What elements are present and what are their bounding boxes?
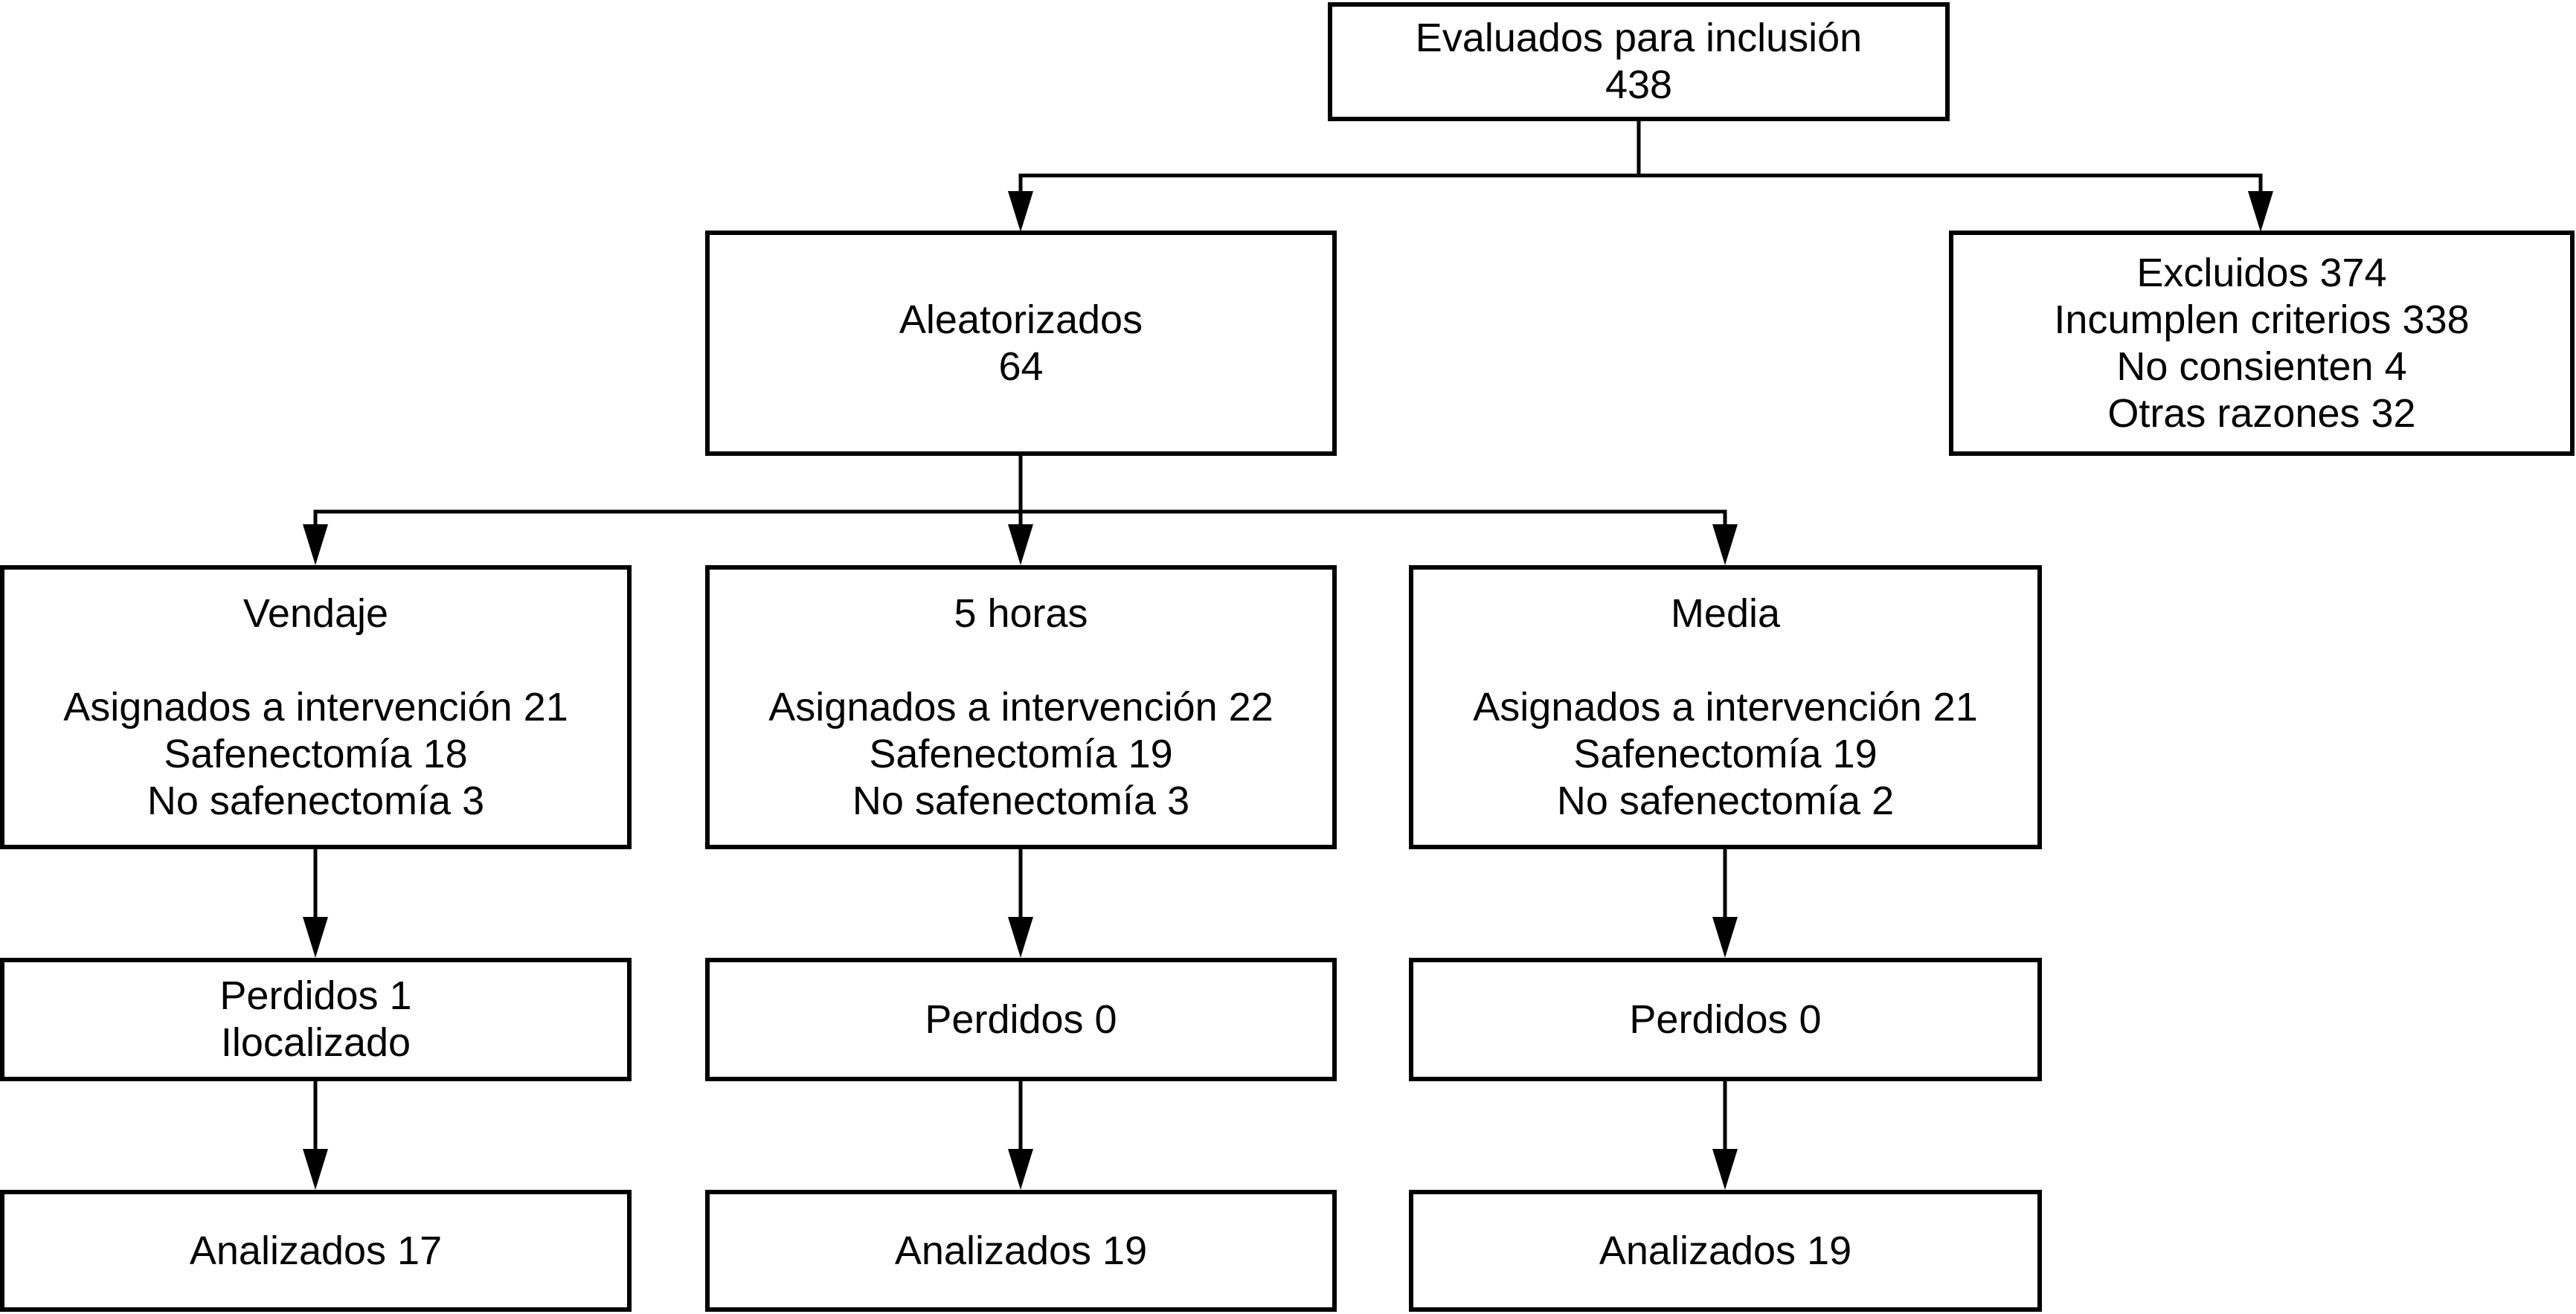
screening-count: 438: [1605, 62, 1673, 107]
arrowhead-excluded: [2248, 191, 2273, 232]
blank-line: [710, 637, 1332, 684]
arrowhead-analyzed-2: [1008, 1149, 1033, 1190]
group-assigned: Asignados a intervención 22: [768, 684, 1273, 730]
randomized-count: 64: [998, 344, 1044, 389]
box-analyzed-vendaje: Analizados 17: [0, 1190, 632, 1312]
analyzed-count: Analizados 17: [189, 1228, 443, 1273]
arrowhead-analyzed-3: [1712, 1149, 1738, 1190]
group-saphenectomy: Safenectomía 19: [1573, 731, 1878, 776]
box-analyzed-media: Analizados 19: [1409, 1190, 2042, 1312]
arrowhead-group-3: [1712, 524, 1738, 565]
arrowhead-lost-2: [1008, 917, 1033, 958]
excluded-criteria: Incumplen criterios 338: [2054, 297, 2470, 342]
lost-count: Perdidos 1: [219, 973, 412, 1018]
excluded-no-consent: No consienten 4: [2116, 344, 2407, 389]
lost-count: Perdidos 0: [925, 996, 1117, 1042]
analyzed-count: Analizados 19: [1599, 1228, 1852, 1273]
group-title: 5 horas: [954, 590, 1088, 636]
group-title: Vendaje: [242, 590, 389, 636]
group-title: Media: [1670, 590, 1781, 636]
arrowhead-group-1: [303, 524, 328, 565]
box-group-vendaje: Vendaje Asignados a intervención 21 Safe…: [0, 565, 632, 849]
box-analyzed-5horas: Analizados 19: [705, 1190, 1337, 1312]
blank-line: [4, 637, 627, 684]
blank-line: [1413, 637, 2037, 684]
arrowhead-randomized: [1008, 191, 1033, 232]
screening-label: Evaluados para inclusión: [1415, 16, 1863, 60]
box-lost-media: Perdidos 0: [1409, 958, 2042, 1081]
excluded-total: Excluidos 374: [2136, 250, 2387, 295]
box-lost-5horas: Perdidos 0: [705, 958, 1337, 1081]
group-no-saphenectomy: No safenectomía 2: [1556, 778, 1895, 823]
box-group-media: Media Asignados a intervención 21 Safene…: [1409, 565, 2042, 849]
box-randomized: Aleatorizados 64: [705, 231, 1337, 456]
arrowhead-analyzed-1: [303, 1149, 328, 1190]
excluded-other: Otras razones 32: [2107, 390, 2416, 436]
randomized-label: Aleatorizados: [899, 297, 1143, 342]
group-saphenectomy: Safenectomía 18: [164, 731, 468, 776]
group-assigned: Asignados a intervención 21: [1473, 684, 1978, 730]
lost-count: Perdidos 0: [1629, 996, 1822, 1042]
box-lost-vendaje: Perdidos 1 Ilocalizado: [0, 958, 632, 1081]
group-saphenectomy: Safenectomía 19: [869, 731, 1173, 776]
analyzed-count: Analizados 19: [894, 1228, 1148, 1273]
box-screening: Evaluados para inclusión 438: [1328, 2, 1950, 121]
box-group-5horas: 5 horas Asignados a intervención 22 Safe…: [705, 565, 1337, 849]
box-excluded: Excluidos 374 Incumplen criterios 338 No…: [1949, 231, 2575, 456]
arrowhead-group-2: [1008, 524, 1033, 565]
lost-reason: Ilocalizado: [220, 1020, 411, 1065]
group-no-saphenectomy: No safenectomía 3: [852, 778, 1190, 823]
arrowhead-lost-3: [1712, 917, 1738, 958]
group-no-saphenectomy: No safenectomía 3: [147, 778, 485, 823]
arrowhead-lost-1: [303, 917, 328, 958]
group-assigned: Asignados a intervención 21: [63, 684, 568, 730]
